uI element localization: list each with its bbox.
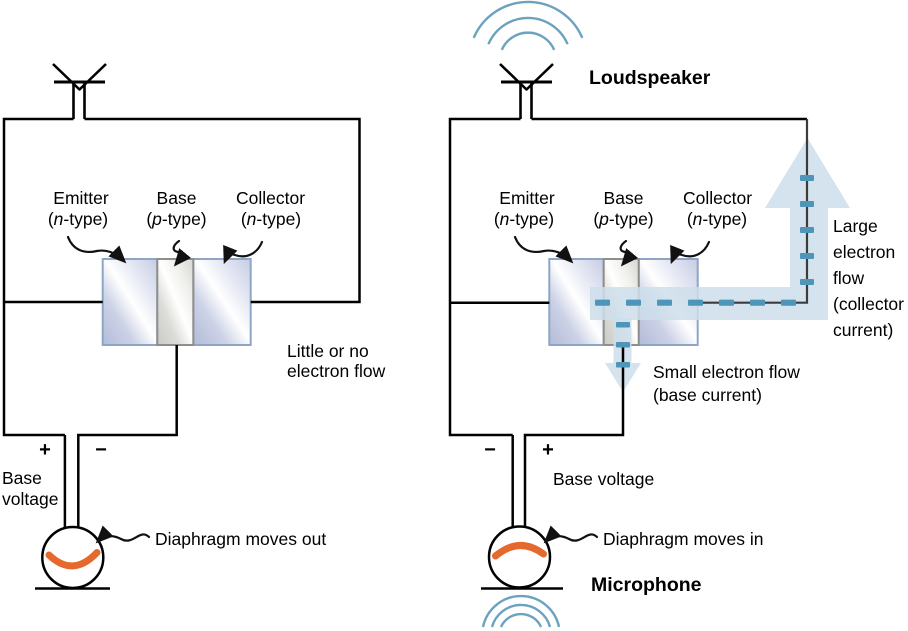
- diaphragm-out-curve: [45, 549, 101, 570]
- left-emitter-label: Emitter: [53, 188, 109, 208]
- left-base-voltage-label: Base voltage: [2, 468, 59, 509]
- small-electron-flow-note: Small electron flow (base current): [653, 362, 800, 405]
- right-emitter-label: Emitter: [499, 188, 555, 208]
- left-emitter-region: [101, 258, 159, 346]
- little-electron-flow-note: Little or no electron flow: [287, 341, 386, 381]
- left-collector-label: Collector: [235, 188, 306, 208]
- right-collector-label: Collector: [682, 188, 753, 208]
- right-battery-plus-sign: +: [542, 439, 554, 461]
- electron-flow-dashes: [595, 175, 814, 368]
- collector-pointer-arrow: [670, 240, 711, 265]
- left-transistor: [101, 258, 252, 346]
- left-collector-type-label: (n-type): [240, 209, 302, 229]
- diaphragm-in-curve: [492, 542, 547, 560]
- left-microphone-icon: [35, 525, 110, 590]
- right-circuit-wires: [448, 117, 807, 527]
- right-diaphragm-note: Diaphragm moves in: [603, 529, 764, 549]
- right-base-type-label: (p-type): [593, 209, 654, 229]
- right-sound-waves-out-icon: [472, 0, 584, 51]
- left-battery-minus-sign: −: [95, 439, 107, 461]
- left-label-arrows: [66, 235, 264, 267]
- left-diaphragm-note: Diaphragm moves out: [155, 529, 327, 549]
- large-electron-flow-note: Large electron flow (collector current): [833, 216, 904, 340]
- right-label-arrows: [513, 235, 711, 267]
- right-microphone-icon: [481, 525, 563, 590]
- right-diaphragm-pointer-arrow: [543, 525, 599, 544]
- right-battery-minus-sign: −: [484, 439, 496, 461]
- right-base-label: Base: [603, 188, 644, 208]
- left-battery-plus-sign: +: [39, 439, 51, 461]
- base-pointer-arrow: [619, 239, 639, 267]
- collector-pointer-arrow: [223, 240, 264, 265]
- left-loudspeaker-icon: [52, 63, 107, 119]
- right-collector-type-label: (n-type): [686, 209, 748, 229]
- right-base-voltage-label: Base voltage: [553, 469, 655, 489]
- base-pointer-arrow: [172, 239, 192, 267]
- left-base-region: [156, 258, 195, 346]
- left-circuit-wires: [2, 117, 361, 528]
- left-base-label: Base: [156, 188, 197, 208]
- left-diaphragm-pointer-arrow: [95, 525, 151, 544]
- microphone-title: Microphone: [591, 574, 702, 596]
- loudspeaker-title: Loudspeaker: [589, 67, 711, 89]
- emitter-pointer-arrow: [513, 235, 574, 264]
- emitter-pointer-arrow: [66, 235, 127, 264]
- right-emitter-type-label: (n-type): [493, 209, 555, 229]
- right-sound-waves-in-icon: [481, 594, 561, 628]
- left-emitter-type-label: (n-type): [47, 209, 109, 229]
- large-electron-flow-arrow: [590, 138, 850, 320]
- right-loudspeaker-icon: [499, 63, 554, 119]
- left-collector-region: [192, 258, 252, 346]
- left-base-type-label: (p-type): [146, 209, 207, 229]
